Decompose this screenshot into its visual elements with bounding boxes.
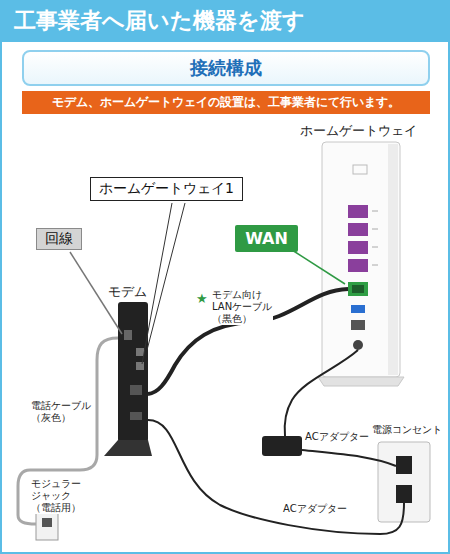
panel-frame [1,41,449,553]
device-label: モデム [108,284,147,300]
title-band [0,0,450,42]
box-text: モデム、ホームゲートウェイの設置は、工事業者にて行います。 [52,94,400,111]
box-text: ホームゲートウェイ1 [99,180,234,198]
callout-box: 回線 [36,228,82,250]
power-cable [285,350,358,436]
leader-line [142,203,172,364]
ac-adapter [262,436,302,456]
box-text: 接続構成 [190,56,262,80]
power-cable [148,420,404,534]
adapter-label: ACアダプター [304,431,370,443]
leader-line [147,203,185,350]
cable-label: 電話ケーブル （灰色） [30,400,92,424]
notice-bar: モデム、ホームゲートウェイの設置は、工事業者にて行います。 [22,91,430,114]
section-heading-box: 接続構成 [22,50,430,86]
device-label: ホームゲートウェイ [300,123,417,139]
home-gateway [318,142,404,386]
adapter-label: ACアダプター [282,503,348,515]
leader-line [292,250,345,284]
outlet-label: 電源コンセント [372,424,442,436]
box-text: 回線 [45,230,73,248]
star-mark: ★ [196,291,208,307]
power-cable [302,450,396,466]
jack-label: モジュラー ジャック（電話用） [30,478,82,514]
title-text: 工事業者へ届いた機器を渡す [14,8,305,34]
box-text: WAN [245,229,288,248]
cable-label: モデム向け LANケーブル（黒色） [211,289,273,325]
lan-cable [148,289,348,394]
port-label-box: WAN [235,225,298,252]
phone-cable [18,338,118,524]
callout-box: ホームゲートウェイ1 [90,177,243,201]
modem [104,302,152,456]
